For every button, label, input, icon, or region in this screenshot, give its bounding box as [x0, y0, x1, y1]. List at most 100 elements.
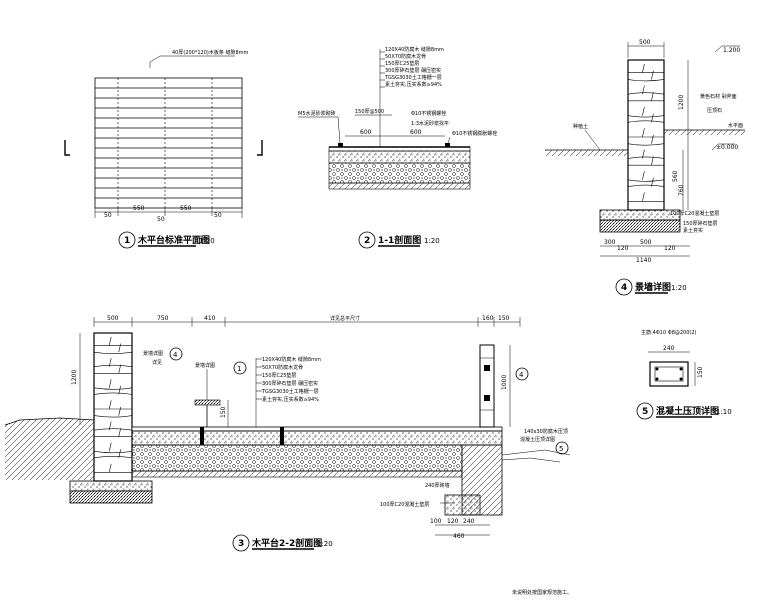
- svg-text:500: 500: [639, 39, 651, 46]
- svg-text:100厚C20混凝土垫层: 100厚C20混凝土垫层: [380, 501, 429, 508]
- svg-text:种植土: 种植土: [573, 123, 588, 130]
- svg-text:240: 240: [663, 345, 675, 352]
- plan-title: 木平台标准平面图: [137, 234, 210, 246]
- svg-text:120X40防腐木 缝隙8mm: 120X40防腐木 缝隙8mm: [385, 46, 444, 53]
- svg-text:600: 600: [360, 129, 372, 136]
- svg-text:Φ10不锈钢膨胀螺栓: Φ10不锈钢膨胀螺栓: [452, 130, 497, 137]
- concrete-bed: [328, 150, 471, 164]
- svg-text:50X70防腐木龙骨: 50X70防腐木龙骨: [262, 364, 303, 371]
- svg-text:750: 750: [157, 315, 169, 322]
- svg-text:3: 3: [238, 539, 244, 549]
- svg-text:2: 2: [364, 236, 370, 246]
- plan-badge: [118, 231, 136, 249]
- svg-text:500: 500: [107, 315, 119, 322]
- wall-title: 景墙详图: [635, 281, 671, 293]
- section-mark-left: [64, 140, 70, 156]
- svg-text:140x30防腐木压顶: 140x30防腐木压顶: [524, 428, 568, 435]
- stone-wall: [627, 59, 665, 211]
- svg-text:150: 150: [220, 406, 227, 418]
- svg-text:TGSG3030土工格栅一层: TGSG3030土工格栅一层: [384, 74, 442, 81]
- section22-badge-b: [233, 361, 247, 375]
- svg-text:1:3水泥砂浆找平: 1:3水泥砂浆找平: [411, 120, 449, 127]
- svg-text:460: 460: [453, 533, 465, 540]
- svg-text:1000: 1000: [501, 375, 508, 390]
- svg-text:1:10: 1:10: [716, 408, 732, 416]
- section11-badge: [358, 231, 376, 249]
- svg-text:1200: 1200: [678, 95, 685, 110]
- svg-text:50: 50: [214, 212, 222, 219]
- svg-text:160: 160: [482, 315, 494, 322]
- svg-text:50: 50: [104, 212, 112, 219]
- coping-badge: [636, 402, 654, 420]
- svg-text:150: 150: [697, 366, 704, 378]
- svg-text:水平面: 水平面: [728, 122, 743, 129]
- svg-text:Φ10不锈钢螺栓: Φ10不锈钢螺栓: [411, 110, 446, 117]
- svg-text:50: 50: [157, 216, 165, 223]
- svg-text:1:20: 1:20: [424, 237, 440, 245]
- section11-title: 1-1剖面图: [378, 234, 421, 246]
- wall-footing: [599, 209, 681, 221]
- wall-detail: 500 种植土 1.200 ±0.000 黄色石材 剁斧面 压顶石 水平面 12…: [545, 39, 745, 296]
- svg-text:M5水泥砂浆砌砖: M5水泥砂浆砌砖: [298, 110, 336, 117]
- railing-post: [479, 344, 495, 428]
- svg-text:素土夯实,压实系数≥94%: 素土夯实,压实系数≥94%: [262, 396, 319, 403]
- svg-text:600: 600: [410, 129, 422, 136]
- svg-text:±0.000: ±0.000: [716, 144, 738, 151]
- wall-gravel: [599, 219, 681, 233]
- section-2-2: 500 750 410 详见总平尺寸 160 150 1200 1000 1: [4, 315, 571, 552]
- wall-badge: [615, 278, 633, 296]
- brick-wall: [461, 444, 503, 516]
- plan-view: 40厚(200*120)木板条 缝隙8mm 50 550 50 550 50 1…: [64, 49, 263, 249]
- svg-text:1:20: 1:20: [199, 237, 215, 245]
- svg-text:详见总平尺寸: 详见总平尺寸: [330, 315, 360, 322]
- svg-text:压顶石: 压顶石: [707, 108, 722, 114]
- wall-stones: [627, 63, 665, 202]
- svg-text:景墙详图: 景墙详图: [195, 362, 215, 369]
- coping-detail: 主筋:4Φ10 Φ8@200(2) 240 150 5 混凝土压顶详图 1:10: [636, 329, 732, 420]
- svg-text:120X40防腐木 缝隙8mm: 120X40防腐木 缝隙8mm: [262, 356, 321, 363]
- svg-text:主筋:4Φ10 Φ8@200(2): 主筋:4Φ10 Φ8@200(2): [641, 329, 697, 336]
- svg-text:560: 560: [672, 170, 679, 182]
- svg-text:300: 300: [604, 239, 616, 246]
- svg-text:150厚碎石垫层: 150厚碎石垫层: [683, 220, 718, 227]
- svg-text:1:20: 1:20: [317, 540, 333, 548]
- svg-text:1:20: 1:20: [671, 284, 687, 292]
- svg-text:150厚@500: 150厚@500: [355, 109, 384, 115]
- leader-top: [149, 55, 235, 68]
- svg-text:4: 4: [621, 283, 627, 293]
- svg-text:240厚砖墙: 240厚砖墙: [425, 482, 450, 489]
- svg-text:1: 1: [237, 365, 241, 373]
- svg-text:150厚C25垫层: 150厚C25垫层: [262, 372, 296, 379]
- svg-text:120: 120: [617, 245, 629, 252]
- svg-text:黄色石材 剁斧面: 黄色石材 剁斧面: [700, 93, 737, 100]
- section22-badge-c: [515, 367, 529, 381]
- svg-text:详见: 详见: [152, 359, 162, 366]
- wall-section: [93, 332, 133, 482]
- section-1-1: 120X40防腐木 缝隙8mm 50X70防腐木龙骨 150厚C25垫层 300…: [298, 46, 497, 249]
- svg-text:1200: 1200: [71, 370, 78, 385]
- svg-text:300厚碎石垫层 碾压密实: 300厚碎石垫层 碾压密实: [385, 67, 441, 74]
- svg-text:5: 5: [642, 407, 648, 417]
- svg-text:TGSG3030土工格栅一层: TGSG3030土工格栅一层: [261, 388, 319, 395]
- svg-text:120: 120: [664, 245, 676, 252]
- svg-text:混凝土压顶详图: 混凝土压顶详图: [520, 436, 555, 443]
- gravel-bed: [328, 162, 471, 184]
- coping-title: 混凝土压顶详图: [656, 405, 719, 417]
- svg-text:4: 4: [173, 351, 178, 359]
- svg-text:1: 1: [124, 236, 130, 246]
- deck-boards: [95, 87, 242, 199]
- svg-text:1140: 1140: [636, 257, 651, 264]
- svg-text:景墙详图: 景墙详图: [143, 350, 163, 357]
- svg-text:素土夯实: 素土夯实: [683, 227, 703, 234]
- coping-section: [649, 361, 689, 387]
- svg-text:240: 240: [463, 518, 475, 525]
- svg-text:4: 4: [519, 371, 524, 379]
- svg-text:550: 550: [180, 205, 192, 212]
- svg-text:760: 760: [678, 184, 685, 196]
- svg-text:素土夯实,压实系数≥94%: 素土夯实,压实系数≥94%: [385, 81, 442, 88]
- svg-text:50X70防腐木龙骨: 50X70防腐木龙骨: [385, 53, 426, 60]
- soil-bed: [328, 182, 471, 190]
- svg-text:410: 410: [204, 315, 216, 322]
- section22-badge-d: [555, 441, 569, 455]
- svg-text:100: 100: [430, 518, 442, 525]
